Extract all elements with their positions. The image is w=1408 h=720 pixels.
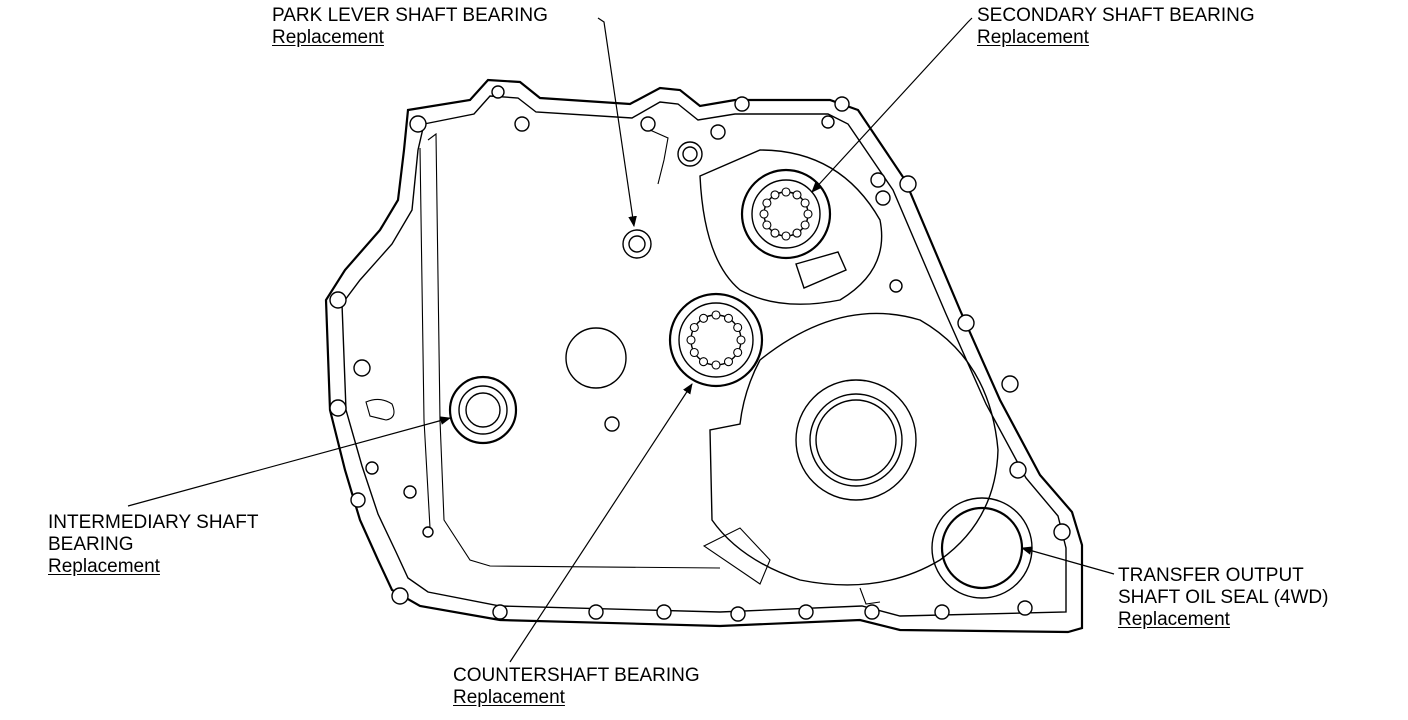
park-lever-bearing [622,229,652,259]
replacement-link[interactable]: Replacement [1118,609,1230,630]
replacement-link[interactable]: Replacement [272,27,384,48]
spline-tooth [733,347,743,358]
spline-tooth [759,209,769,219]
callout-title-line2: SHAFT OIL SEAL (4WD) [1118,587,1329,608]
spline-tooth [800,220,810,230]
primary-bore [795,379,917,501]
callout-title: INTERMEDIARY SHAFT [48,512,259,533]
spline-tooth [723,313,734,323]
spline-tooth [686,335,696,345]
spline-tooth [711,360,721,370]
spline-tooth [770,190,780,200]
replacement-link[interactable]: Replacement [453,687,565,708]
spline-tooth [698,357,709,367]
housing-plug [565,327,627,389]
spline-tooth [689,322,699,333]
callout-transfer-output-shaft-oil-seal: TRANSFER OUTPUT SHAFT OIL SEAL (4WD) Rep… [1118,565,1328,631]
callout-park-lever-shaft-bearing: PARK LEVER SHAFT BEARING Replacement [272,5,548,49]
callout-title: PARK LEVER SHAFT BEARING [272,5,548,26]
spline-tooth [770,228,780,238]
spline-tooth [781,187,791,197]
replacement-link[interactable]: Replacement [977,27,1089,48]
countershaft-spline-teeth [686,310,746,370]
spline-tooth [762,198,772,208]
callout-title: SECONDARY SHAFT BEARING [977,5,1255,26]
callout-intermediary-shaft-bearing: INTERMEDIARY SHAFT BEARING Replacement [48,512,258,578]
callout-title: TRANSFER OUTPUT [1118,565,1304,586]
callout-title-line2: BEARING [48,534,134,555]
leader-lines [127,17,1115,663]
spline-tooth [792,190,802,200]
spline-tooth [723,357,734,367]
secondary-shaft-bearing [740,168,832,260]
spline-tooth [762,220,772,230]
spline-tooth [711,310,721,320]
spline-tooth [800,198,810,208]
secondary-spline-teeth [759,187,813,241]
spline-tooth [733,322,743,333]
callout-secondary-shaft-bearing: SECONDARY SHAFT BEARING Replacement [977,5,1255,49]
spline-tooth [803,209,813,219]
intermediary-shaft-bearing [448,375,518,445]
callout-countershaft-bearing: COUNTERSHAFT BEARING Replacement [453,665,700,709]
spline-tooth [781,231,791,241]
housing-gasket-line [341,95,1067,617]
replacement-link[interactable]: Replacement [48,556,160,577]
spline-tooth [698,313,709,323]
countershaft-bearing [668,292,764,388]
housing-outer-outline [324,78,1084,634]
spline-tooth [792,228,802,238]
spline-tooth [736,335,746,345]
spline-tooth [689,347,699,358]
callout-title: COUNTERSHAFT BEARING [453,665,700,686]
bolt-holes [329,85,1071,622]
